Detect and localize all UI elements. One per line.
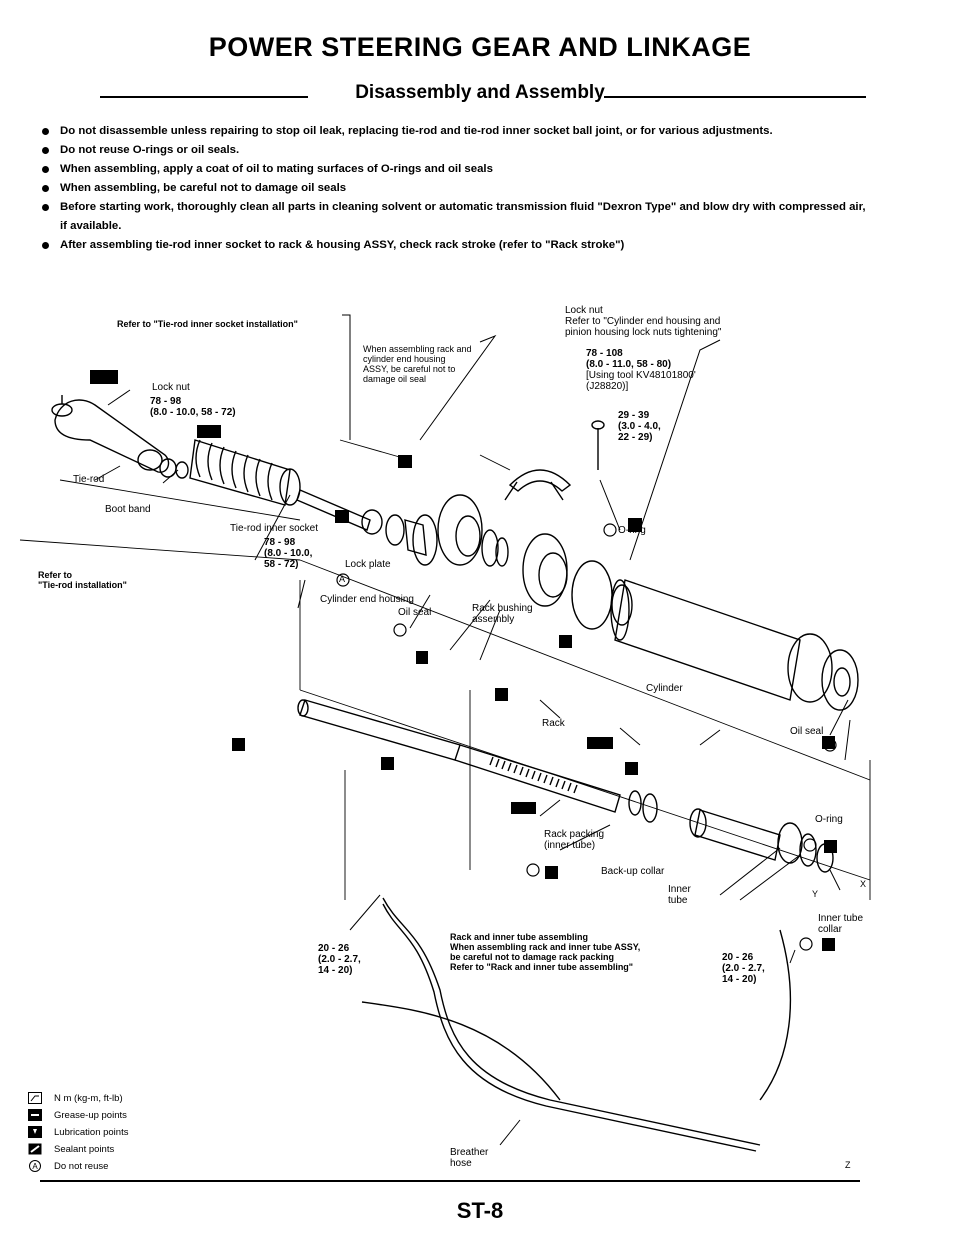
label-cylinder: Cylinder (646, 683, 683, 694)
mark-x: X (860, 879, 867, 889)
section-subtitle: Disassembly and Assembly (355, 82, 605, 103)
note-item: After assembling tie-rod inner socket to… (40, 236, 870, 255)
torque-icon (28, 1092, 42, 1104)
do-not-reuse-icon (799, 937, 813, 951)
lubrication-icon (495, 688, 508, 701)
grease-icon (587, 737, 613, 749)
label-cylinder-end-housing: Cylinder end housing (320, 594, 414, 605)
lubrication-icon (381, 757, 394, 770)
grease-icon (28, 1109, 42, 1121)
svg-text:A: A (32, 1162, 38, 1171)
label-backup-collar: Back-up collar (601, 866, 665, 877)
note-item: When assembling, be careful not to damag… (40, 179, 870, 198)
torque-left: 78 - 98 (8.0 - 10.0, 58 - 72) (150, 396, 236, 418)
torque-bottom-left: 20 - 26 (2.0 - 2.7, 14 - 20) (318, 943, 361, 976)
lubrication-icon (559, 635, 572, 648)
sealant-icon (335, 510, 349, 523)
precaution-list: Do not disassemble unless repairing to s… (40, 122, 870, 255)
label-rack-inner-tube: Rack and inner tube assembling When asse… (450, 932, 641, 972)
label-oil-seal-right: Oil seal (790, 726, 824, 737)
grease-icon (90, 370, 118, 384)
lubrication-icon (625, 762, 638, 775)
tie-rod-drawing (51, 395, 189, 479)
lock-nut-bracket-drawing (504, 420, 605, 501)
do-not-reuse-icon (603, 523, 617, 537)
grease-icon (197, 425, 221, 438)
label-rack-bushing: Rack bushing assembly (472, 603, 533, 625)
symbol-legend: N m (kg-m, ft-lb) Grease-up points Lubri… (28, 1090, 128, 1175)
label-boot-band: Boot band (105, 504, 151, 515)
label-rack-packing: Rack packing (inner tube) (544, 829, 605, 851)
label-o-ring-right: O-ring (815, 814, 843, 825)
inner-tube-drawing (689, 808, 834, 873)
label-inner-socket: Tie-rod inner socket (230, 523, 318, 534)
label-ref-tie-rod: Refer to "Tie-rod installation" (38, 570, 127, 590)
torque-inner-socket: 78 - 98 (8.0 - 10.0, 58 - 72) (264, 537, 313, 570)
label-tie-rod: Tie-rod (73, 474, 105, 485)
rack-bushing-drawing (522, 533, 633, 630)
explode-lines (19, 439, 871, 900)
label-inner-tube-collar: Inner tube collar (818, 913, 864, 935)
lubrication-icon (822, 938, 835, 951)
legend-row: Sealant points (28, 1141, 128, 1158)
legend-row: Lubrication points (28, 1124, 128, 1141)
label-inner-tube: Inner tube (668, 884, 691, 906)
page-number: ST-8 (456, 1198, 504, 1223)
note-item: When assembling, apply a coat of oil to … (40, 160, 870, 179)
lubrication-icon (416, 651, 428, 664)
torque-29: 29 - 39 (3.0 - 4.0, 22 - 29) (618, 410, 661, 443)
page-title: POWER STEERING GEAR AND LINKAGE (208, 32, 752, 62)
do-not-reuse-icon (393, 623, 407, 637)
label-oil-seal-mid: Oil seal (398, 607, 432, 618)
label-breather-hose: Breather hose (450, 1147, 489, 1169)
label-rack: Rack (542, 718, 565, 729)
bullet-icon (42, 147, 49, 154)
legend-row: Grease-up points (28, 1107, 128, 1124)
legend-row: N m (kg-m, ft-lb) (28, 1090, 128, 1107)
mark-z: Z (845, 1160, 851, 1170)
label-lock-nut-left: Lock nut (152, 382, 190, 393)
lubrication-icon (824, 840, 837, 853)
torque-top: 78 - 108 (8.0 - 11.0, 58 - 80) [Using to… (586, 348, 696, 392)
lubrication-icon (232, 738, 245, 751)
do-not-reuse-icon (823, 738, 837, 752)
mark-y: Y (812, 889, 819, 899)
cylinder-end-housing-drawing (412, 494, 509, 567)
grease-icon (511, 802, 536, 814)
bullet-icon (42, 166, 49, 173)
do-not-reuse-icon (336, 573, 350, 587)
label-ref-inner-socket: Refer to "Tie-rod inner socket installat… (117, 319, 298, 329)
sealant-icon (28, 1143, 42, 1155)
bullet-icon (42, 204, 49, 211)
sealant-icon (398, 455, 412, 468)
breather-hose-drawing (361, 897, 792, 1152)
lubrication-icon (545, 866, 558, 879)
label-o-ring-top: O-ring (618, 525, 646, 536)
torque-bottom-right: 20 - 26 (2.0 - 2.7, 14 - 20) (722, 952, 765, 985)
cylinder-drawing (610, 579, 859, 711)
subtitle-rule-left (100, 96, 308, 98)
do-not-reuse-icon (803, 838, 817, 852)
note-item: Do not disassemble unless repairing to s… (40, 122, 870, 141)
leader-lines (94, 314, 851, 1146)
label-lock-nut-top: Lock nut Refer to "Cylinder end housing … (565, 305, 722, 338)
bullet-icon (42, 128, 49, 135)
label-lock-plate: Lock plate (345, 559, 391, 570)
subtitle-rule-right (604, 96, 866, 98)
bullet-icon (42, 242, 49, 249)
lubrication-icon (28, 1126, 42, 1138)
bullet-icon (42, 185, 49, 192)
note-item: Do not reuse O-rings or oil seals. (40, 141, 870, 160)
do-not-reuse-icon (526, 863, 540, 877)
footer-rule (40, 1180, 860, 1182)
note-item: Before starting work, thoroughly clean a… (40, 198, 870, 236)
lubrication-icon (628, 518, 642, 532)
do-not-reuse-icon: A (29, 1160, 41, 1172)
mark-a: A (339, 574, 346, 584)
label-when-assembling: When assembling rack and cylinder end ho… (363, 344, 472, 384)
legend-row: A Do not reuse (28, 1158, 128, 1175)
